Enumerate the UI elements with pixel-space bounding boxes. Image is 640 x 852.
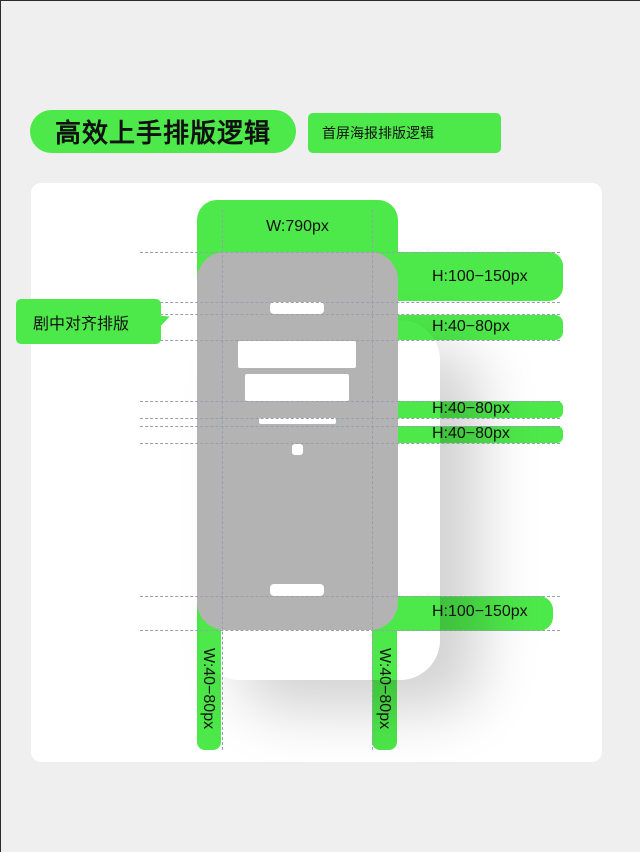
guide-line (140, 252, 560, 253)
guide-line (140, 314, 560, 315)
height-guide-2 (395, 315, 563, 340)
phone-mockup (197, 252, 398, 630)
page-title: 高效上手排版逻辑 (30, 110, 296, 153)
placeholder-text-line (259, 418, 336, 424)
left-width-label: W:40−80px (200, 648, 217, 730)
placeholder-headline-2 (245, 374, 349, 401)
guide-line (140, 630, 560, 631)
guide-line (140, 418, 560, 419)
height-guide-1 (395, 252, 563, 301)
height-label-5: H:100−150px (432, 603, 528, 620)
guide-line (140, 401, 560, 402)
guide-line-vertical (372, 210, 373, 750)
height-label-4: H:40−80px (432, 425, 510, 442)
height-guide-5 (395, 596, 553, 631)
height-guide-4 (395, 426, 563, 443)
guide-line-vertical (222, 210, 223, 750)
placeholder-dot (292, 444, 303, 455)
placeholder-bottom-button (270, 584, 324, 596)
placeholder-headline-1 (238, 341, 356, 368)
height-guide-3 (395, 401, 563, 418)
page-subtitle: 首屏海报排版逻辑 (308, 113, 501, 153)
top-width-label: W:790px (266, 218, 329, 235)
left-border (0, 0, 1, 852)
guide-line (140, 426, 560, 427)
height-label-1: H:100−150px (432, 268, 528, 285)
center-align-callout: 剧中对齐排版 (16, 299, 161, 344)
guide-line (140, 340, 560, 341)
right-width-label: W:40−80px (376, 648, 393, 730)
guide-line (140, 302, 560, 303)
placeholder-top-bar (270, 302, 324, 314)
height-label-2: H:40−80px (432, 318, 510, 335)
guide-line (140, 596, 560, 597)
guide-line (140, 443, 560, 444)
top-border (0, 0, 640, 1)
height-label-3: H:40−80px (432, 400, 510, 417)
